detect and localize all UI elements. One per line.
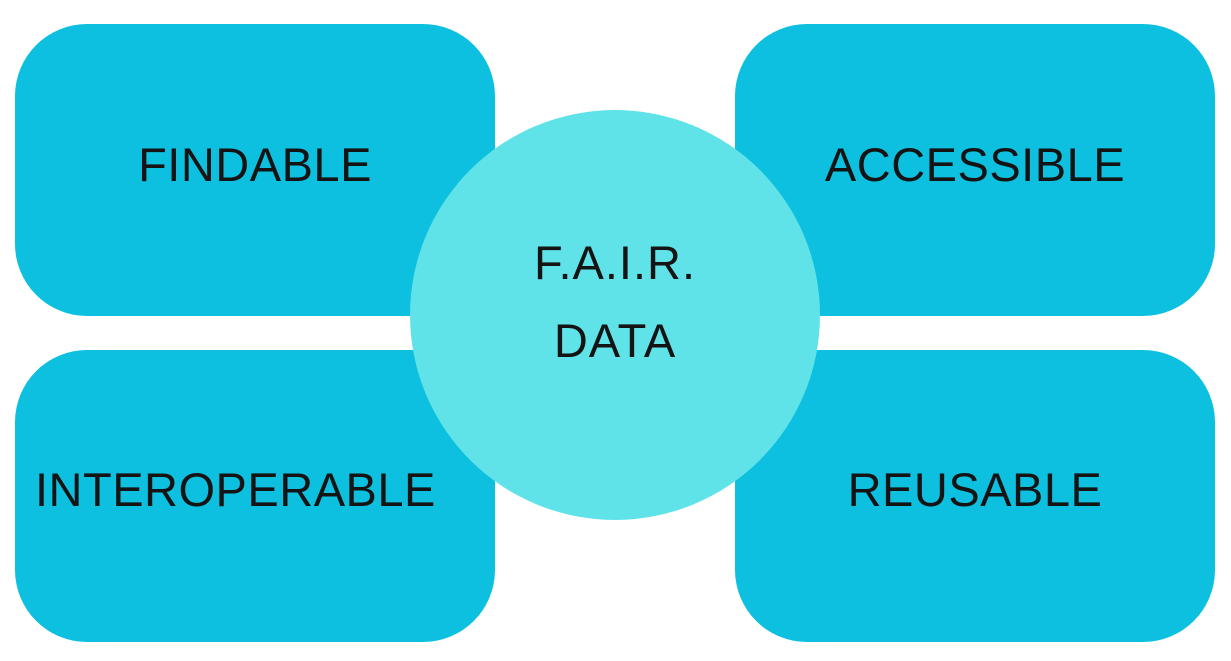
interoperable-box: INTEROPERABLE [15,350,495,642]
fair-data-circle: F.A.I.R. DATA [410,110,820,520]
center-title-line1: F.A.I.R. [533,236,697,289]
reusable-label: REUSABLE [847,463,1103,516]
center-title-line2: DATA [553,314,677,367]
accessible-box: ACCESSIBLE [735,24,1215,316]
interoperable-label: INTEROPERABLE [35,463,436,516]
findable-box: FINDABLE [15,24,495,316]
accessible-label: ACCESSIBLE [824,138,1126,191]
findable-label: FINDABLE [138,138,372,191]
reusable-box: REUSABLE [735,350,1215,642]
